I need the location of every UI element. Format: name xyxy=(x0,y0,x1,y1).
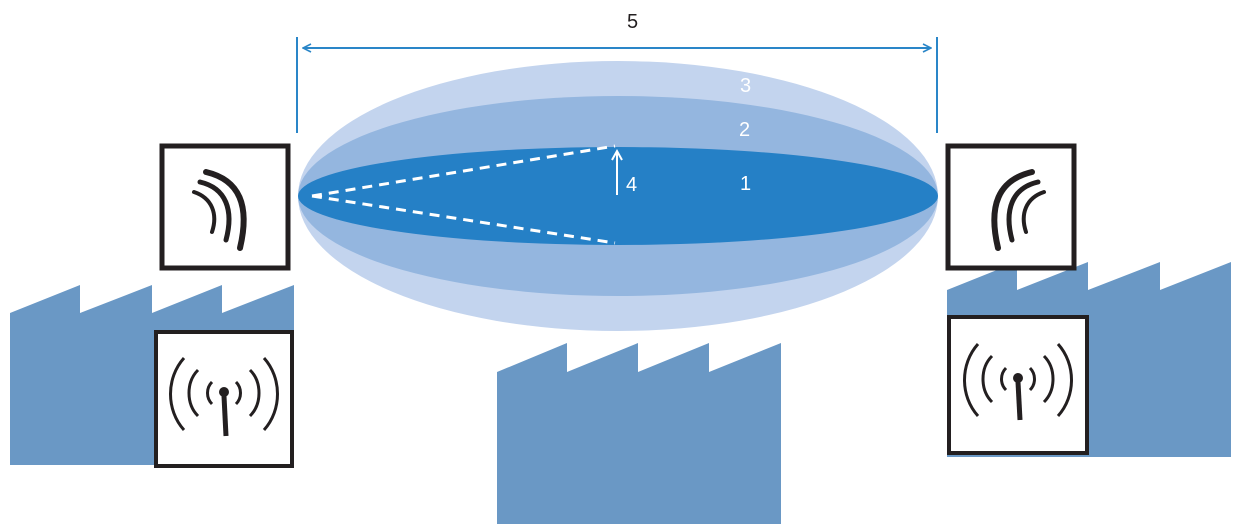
clearance-label: 4 xyxy=(626,174,637,196)
left-dish-icon xyxy=(159,143,291,271)
zone-3-label: 3 xyxy=(740,75,751,97)
right-dish-icon xyxy=(945,143,1077,271)
zone-1-label: 1 xyxy=(740,173,751,195)
line-of-sight-dashes xyxy=(311,144,616,245)
fresnel-zone-1 xyxy=(298,147,938,245)
distance-dimension xyxy=(296,37,938,133)
center-building xyxy=(497,343,781,524)
left-antenna-icon xyxy=(154,330,294,468)
right-antenna-icon xyxy=(947,315,1089,455)
clearance-arrow xyxy=(611,148,623,195)
zone-2-label: 2 xyxy=(739,119,750,141)
distance-label: 5 xyxy=(627,11,638,33)
